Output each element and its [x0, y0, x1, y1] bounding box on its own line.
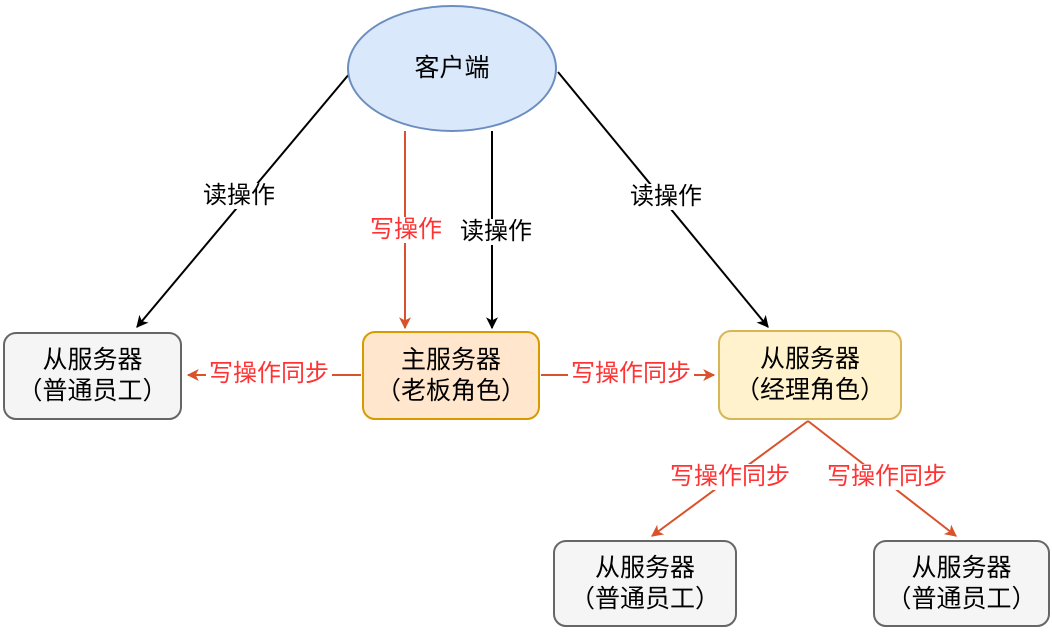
- node-master-role: （老板角色）: [375, 376, 526, 405]
- edge-label-read-client-master: 读操作: [457, 219, 535, 245]
- node-master: 主服务器 （老板角色）: [362, 331, 540, 420]
- edge-label-sync-master-manager: 写操作同步: [568, 361, 694, 387]
- edge-label-read-client-slave-left: 读操作: [200, 183, 278, 209]
- edge-label-sync-master-slave-left: 写操作同步: [206, 361, 332, 387]
- edge-label-write-client-master: 写操作: [367, 217, 445, 243]
- node-slave-manager-name: 从服务器: [759, 345, 860, 373]
- node-slave-bottom-left-role: （普通员工）: [569, 584, 720, 613]
- node-slave-bottom-left: 从服务器 （普通员工）: [553, 540, 737, 627]
- node-slave-bottom-right-role: （普通员工）: [886, 584, 1037, 613]
- edge-label-sync-manager-bottom-right: 写操作同步: [824, 464, 950, 490]
- edge-label-sync-manager-bottom-left: 写操作同步: [667, 464, 793, 490]
- node-slave-left: 从服务器 （普通员工）: [3, 332, 182, 420]
- edge-label-read-client-manager: 读操作: [627, 184, 705, 210]
- node-slave-bottom-right: 从服务器 （普通员工）: [873, 540, 1050, 627]
- node-client: 客户端: [347, 5, 557, 132]
- node-slave-manager: 从服务器 （经理角色）: [718, 330, 902, 420]
- node-master-name: 主服务器: [400, 345, 501, 374]
- node-slave-manager-role: （经理角色）: [734, 376, 885, 404]
- node-slave-left-name: 从服务器: [42, 346, 143, 374]
- node-slave-left-role: （普通员工）: [17, 377, 168, 405]
- node-slave-bottom-left-name: 从服务器: [594, 553, 695, 582]
- node-client-label: 客户端: [414, 54, 490, 82]
- node-slave-bottom-right-name: 从服务器: [911, 553, 1012, 582]
